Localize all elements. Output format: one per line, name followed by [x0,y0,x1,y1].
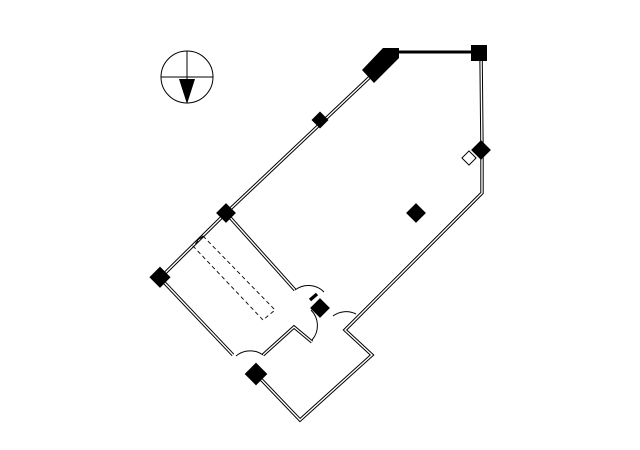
column [310,298,330,318]
walls [157,50,484,423]
doors [235,284,357,357]
column [471,45,487,61]
column [362,48,399,83]
column [216,203,236,223]
column [311,111,329,129]
column [149,266,171,288]
column [471,140,491,160]
column-outline [461,150,477,166]
column [406,203,426,223]
compass-icon [160,50,214,104]
columns [149,45,491,386]
dashed-fixture [192,235,276,321]
